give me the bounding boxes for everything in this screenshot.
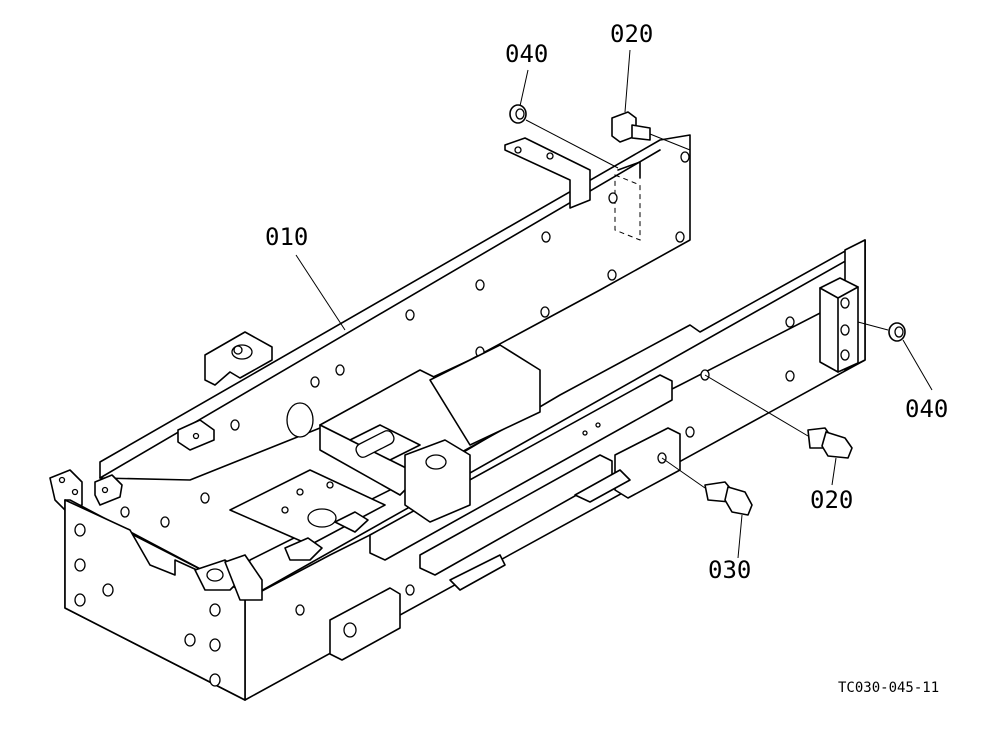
callout-040-top: 040 xyxy=(505,40,548,68)
top-bracket xyxy=(504,137,591,209)
back-plate-holes xyxy=(120,151,690,528)
bushing-040-top xyxy=(509,104,619,169)
callout-020-right: 020 xyxy=(810,486,853,514)
front-end-plate-holes xyxy=(74,523,221,687)
drawing-code: TC030-045-11 xyxy=(838,680,939,696)
callout-010: 010 xyxy=(265,223,308,251)
callout-040-right: 040 xyxy=(905,395,948,423)
bolt-020-right xyxy=(704,374,853,459)
front-end-plate xyxy=(64,499,246,701)
base-plate xyxy=(229,469,386,546)
callout-020-top: 020 xyxy=(610,20,653,48)
frame-assembly xyxy=(49,134,866,701)
leader-lines xyxy=(295,49,933,559)
callout-030: 030 xyxy=(708,556,751,584)
back-side-plate xyxy=(99,134,691,481)
bolt-020-top xyxy=(611,111,691,151)
bolt-030 xyxy=(661,457,753,516)
front-pad xyxy=(329,587,401,661)
left-end-plate xyxy=(49,469,83,511)
right-block xyxy=(819,277,859,373)
bushing-040-right xyxy=(857,321,906,342)
